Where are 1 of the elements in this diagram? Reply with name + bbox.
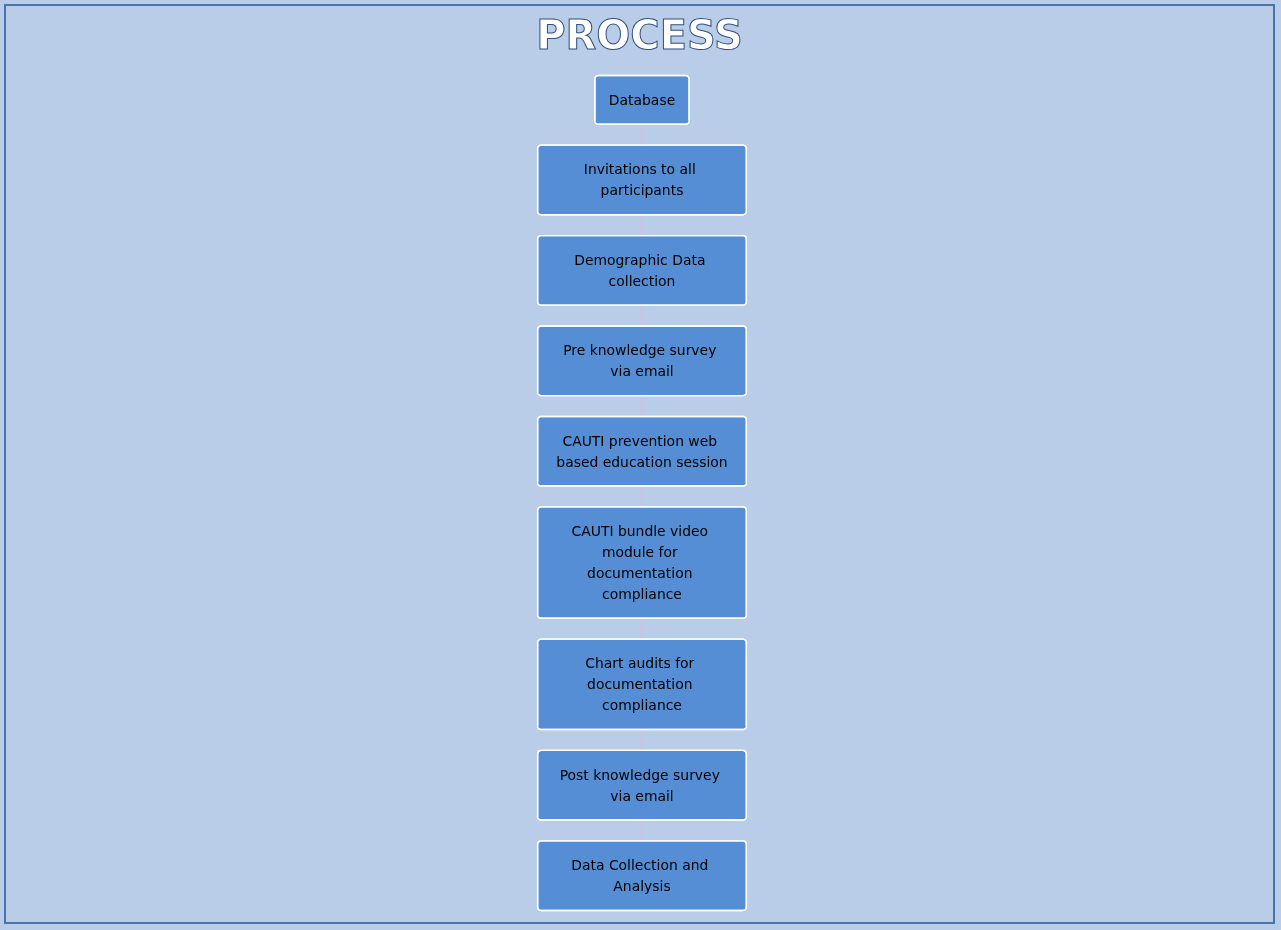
diagram-title: PROCESS	[535, 12, 744, 58]
